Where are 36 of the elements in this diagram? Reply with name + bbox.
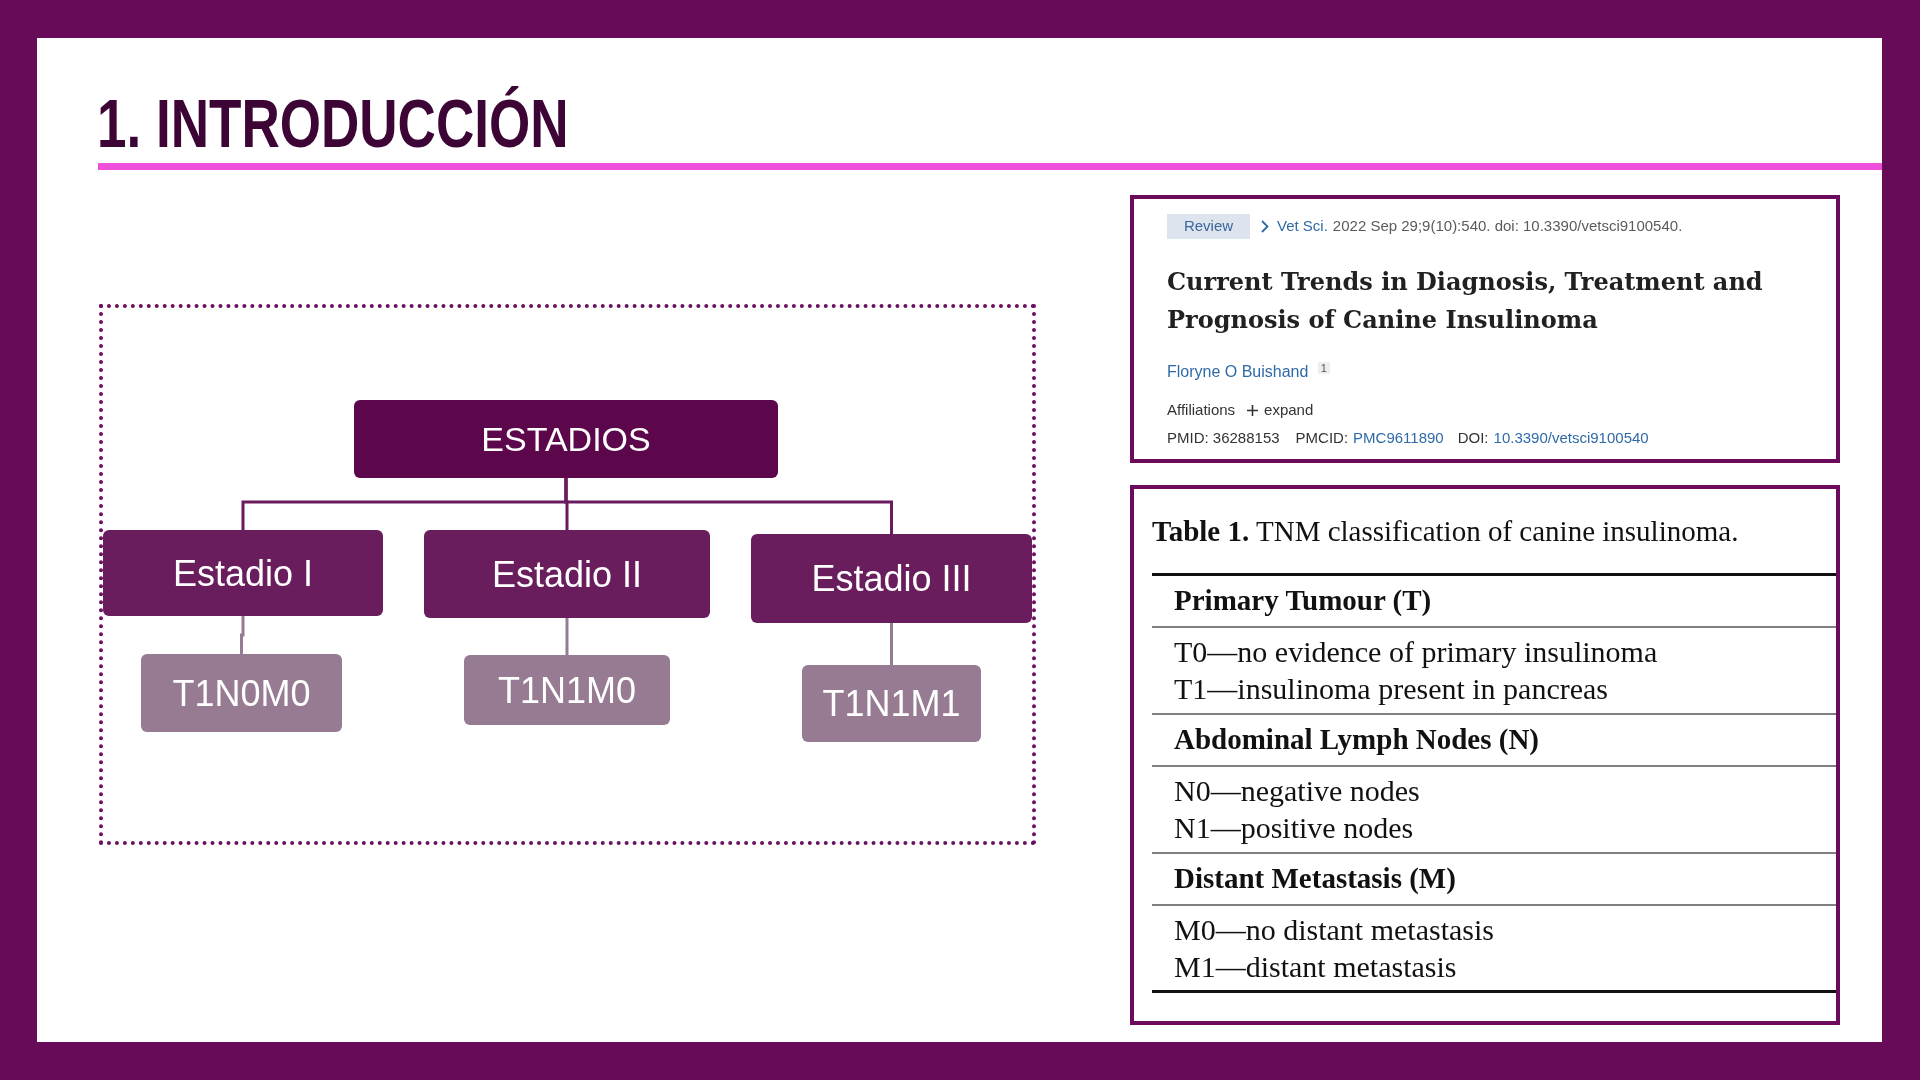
- stage-box: Estadio II: [424, 530, 710, 618]
- doi-link: 10.3390/vetsci9100540: [1493, 427, 1649, 448]
- tnm-code-box: T1N1M0: [464, 655, 670, 725]
- table-section-heading: Primary Tumour (T): [1152, 576, 1836, 628]
- table-cell-text: T1—insulinoma present in pancreas: [1174, 671, 1609, 707]
- table-caption: Table 1. TNM classification of canine insulinoma.: [1152, 514, 1740, 549]
- connector-line: [240, 616, 245, 654]
- affiliations-label: Affiliations: [1167, 399, 1236, 420]
- tnm-code-box: T1N1M1: [802, 665, 981, 742]
- table-cell-text: M1—distant metastasis: [1174, 949, 1457, 985]
- connector-line: [890, 623, 893, 665]
- pmcid-label: PMCID:: [1295, 427, 1349, 448]
- connector-line: [565, 618, 569, 655]
- citation-text: 2022 Sep 29;9(10):540. doi: 10.3390/vetsci9100540.: [1332, 216, 1683, 237]
- journal-link: Vet Sci.: [1277, 216, 1328, 237]
- expand-button: expand: [1247, 398, 1314, 422]
- tnm-code-box: T1N0M0: [141, 654, 342, 732]
- heading-box: ESTADIOS: [354, 400, 778, 478]
- article-title: Current Trends in Diagnosis, Treatment and Prognosis of Canine Insulinoma: [1167, 266, 1764, 336]
- table-cell-text: N1—positive nodes: [1174, 810, 1414, 846]
- doi-label: DOI:: [1457, 427, 1489, 448]
- connector-line: [564, 478, 893, 534]
- article-type-tag: Review: [1167, 214, 1250, 239]
- author-link: Floryne O Buishand $^{1}$: [1167, 362, 1330, 382]
- stage-box: Estadio III: [751, 534, 1032, 623]
- dotted-frame: [99, 304, 1036, 845]
- article-card: [1130, 195, 1840, 463]
- table-cell-text: N0—negative nodes: [1174, 773, 1420, 809]
- pmid-text: PMID: 36288153: [1167, 427, 1280, 448]
- table-section-heading: Distant Metastasis (M): [1152, 854, 1836, 906]
- table-cell-text: M0—no distant metastasis: [1174, 912, 1494, 948]
- stage-box: Estadio I: [103, 530, 383, 616]
- table-card: [1130, 485, 1840, 1025]
- table-cell-text: T0—no evidence of primary insulinoma: [1174, 634, 1658, 670]
- table-section-heading: Abdominal Lymph Nodes (N): [1152, 715, 1836, 767]
- pmcid-link: PMC9611890: [1353, 427, 1444, 448]
